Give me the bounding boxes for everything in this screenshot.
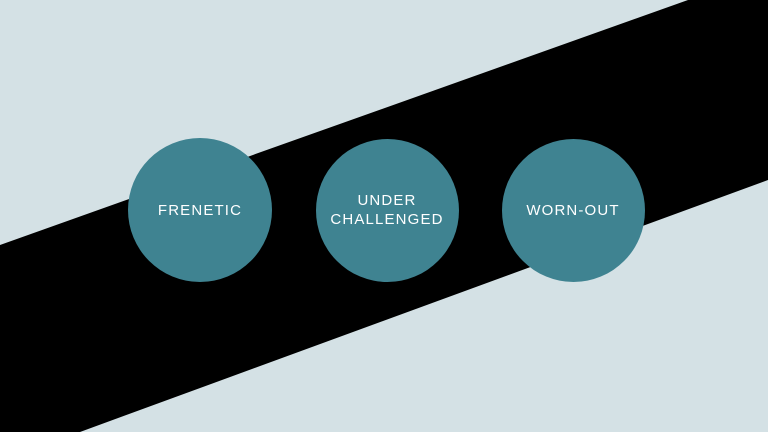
circle-frenetic[interactable]: FRENETIC [128, 138, 272, 282]
circle-under-challenged[interactable]: UNDER CHALLENGED [315, 138, 459, 282]
circle-worn-out[interactable]: WORN-OUT [501, 138, 645, 282]
circle-label-frenetic: FRENETIC [157, 201, 243, 219]
circle-label-under-challenged: UNDER CHALLENGED [330, 192, 444, 228]
circle-label-worn-out: WORN-OUT [526, 201, 620, 219]
